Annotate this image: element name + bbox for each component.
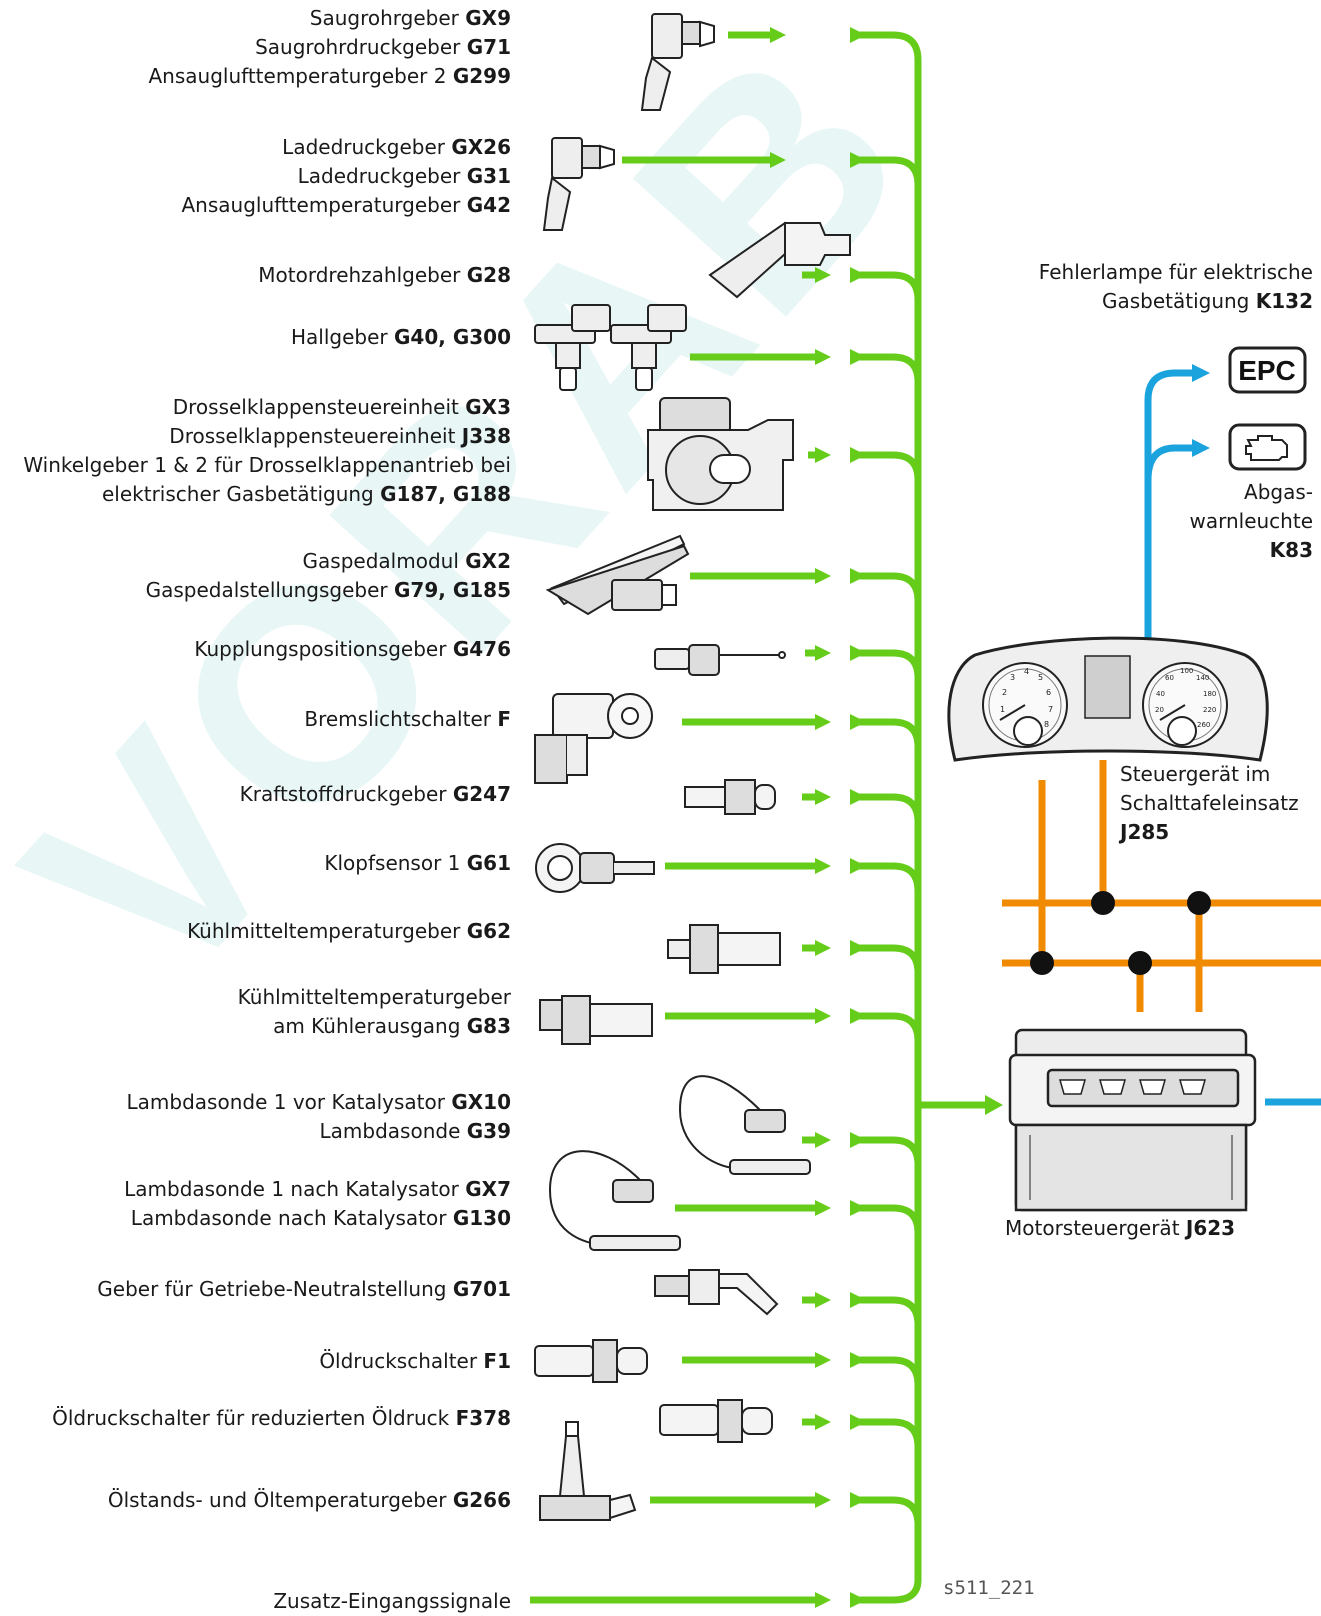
sensor-label-gx7: Lambdasonde 1 nach Katalysator GX7 Lambd… xyxy=(124,1175,511,1233)
speed-tick: 260 xyxy=(1197,721,1210,729)
boost-pressure-sensor-icon xyxy=(544,138,614,230)
hall-sender-icon xyxy=(535,305,686,390)
sensor-label-f: Bremslichtschalter F xyxy=(304,705,511,734)
knock-sensor-icon xyxy=(536,844,654,892)
accelerator-pedal-module-icon xyxy=(548,536,688,614)
bus-node xyxy=(1187,891,1211,915)
speed-tick: 100 xyxy=(1180,667,1193,675)
clutch-position-sender-icon xyxy=(655,645,785,675)
sensor-label-f1: Öldruckschalter F1 xyxy=(319,1347,511,1376)
lambda-probe-icon xyxy=(680,1076,810,1174)
instrument-cluster-label: Steuergerät im Schalttafeleinsatz J285 xyxy=(1120,760,1299,847)
sensor-label-gx9: Saugrohrgeber GX9 Saugrohrdruckgeber G71… xyxy=(149,4,512,91)
speed-tick: 20 xyxy=(1155,706,1164,714)
bus-node xyxy=(1128,951,1152,975)
sensor-illustrations xyxy=(535,14,850,1520)
bus-node xyxy=(1030,951,1054,975)
sensor-label-g476: Kupplungspositionsgeber G476 xyxy=(194,635,511,664)
engine-warning-lamp-icon xyxy=(1230,425,1305,469)
epc-lamp-icon: EPC xyxy=(1230,348,1305,392)
engine-control-unit-illustration xyxy=(1010,1030,1255,1210)
tach-tick: 2 xyxy=(1002,688,1007,697)
speed-tick: 60 xyxy=(1165,674,1174,682)
epc-lamp-label: Fehlerlampe für elektrische Gasbetätigun… xyxy=(1039,258,1313,316)
sensor-label-g701: Geber für Getriebe-Neutralstellung G701 xyxy=(97,1275,511,1304)
intake-manifold-sensor-icon xyxy=(642,14,714,110)
gearbox-neutral-sender-icon xyxy=(655,1270,777,1314)
tach-tick: 1 xyxy=(1000,705,1005,714)
speed-tick: 220 xyxy=(1203,706,1216,714)
sensor-label-gx2: Gaspedalmodul GX2 Gaspedalstellungsgeber… xyxy=(146,547,511,605)
speed-tick: 140 xyxy=(1196,674,1209,682)
oil-level-temperature-sender-icon xyxy=(540,1422,635,1520)
bus-node xyxy=(1091,891,1115,915)
engine-speed-sensor-icon xyxy=(710,223,850,297)
sensor-label-g61: Klopfsensor 1 G61 xyxy=(324,849,511,878)
figure-code: s511_221 xyxy=(943,1577,1035,1599)
sensor-label-gx3: Drosselklappensteuereinheit GX3 Drosselk… xyxy=(23,393,511,509)
throttle-valve-unit-icon xyxy=(648,398,793,510)
sensor-label-g247: Kraftstoffdruckgeber G247 xyxy=(240,780,511,809)
oil-pressure-switch-icon xyxy=(535,1340,647,1382)
engine-control-unit-label: Motorsteuergerät J623 xyxy=(1005,1214,1235,1243)
sensor-label-g83: Kühlmitteltemperaturgeber am Kühlerausga… xyxy=(238,983,511,1041)
emission-warning-lamp-label: Abgas- warnleuchte K83 xyxy=(1189,478,1313,565)
sensor-label-gx10: Lambdasonde 1 vor Katalysator GX10 Lambd… xyxy=(127,1088,511,1146)
sensor-label-g40: Hallgeber G40, G300 xyxy=(291,323,511,352)
instrument-cluster-illustration: 1 2 3 4 5 6 7 8 20 40 60 100 140 180 220… xyxy=(949,638,1267,760)
epc-label: EPC xyxy=(1238,355,1296,386)
sensor-label-g62: Kühlmitteltemperaturgeber G62 xyxy=(187,917,511,946)
sensor-label-g28: Motordrehzahlgeber G28 xyxy=(258,261,511,290)
tach-tick: 7 xyxy=(1048,705,1053,714)
sensor-label-additional-inputs: Zusatz-Eingangssignale xyxy=(273,1587,511,1616)
speed-tick: 180 xyxy=(1203,690,1216,698)
coolant-temperature-sender-icon xyxy=(668,925,780,973)
tach-tick: 6 xyxy=(1046,688,1051,697)
brake-light-switch-icon xyxy=(535,694,652,783)
sensor-label-g266: Ölstands- und Öltemperaturgeber G266 xyxy=(108,1486,511,1515)
output-arrowheads xyxy=(1192,364,1210,457)
fuel-pressure-sender-icon xyxy=(685,780,775,814)
tach-tick: 4 xyxy=(1024,667,1029,676)
tach-tick: 5 xyxy=(1038,673,1043,682)
reduced-oil-pressure-switch-icon xyxy=(660,1400,772,1442)
speed-tick: 40 xyxy=(1156,690,1165,698)
radiator-outlet-temperature-sender-icon xyxy=(540,996,652,1044)
tach-tick: 3 xyxy=(1010,673,1015,682)
sensor-label-gx26: Ladedruckgeber GX26 Ladedruckgeber G31 A… xyxy=(182,133,512,220)
tach-tick: 8 xyxy=(1044,720,1049,729)
sensor-label-f378: Öldruckschalter für reduzierten Öldruck … xyxy=(52,1404,511,1433)
lambda-probe-after-catalyst-icon xyxy=(550,1151,680,1250)
